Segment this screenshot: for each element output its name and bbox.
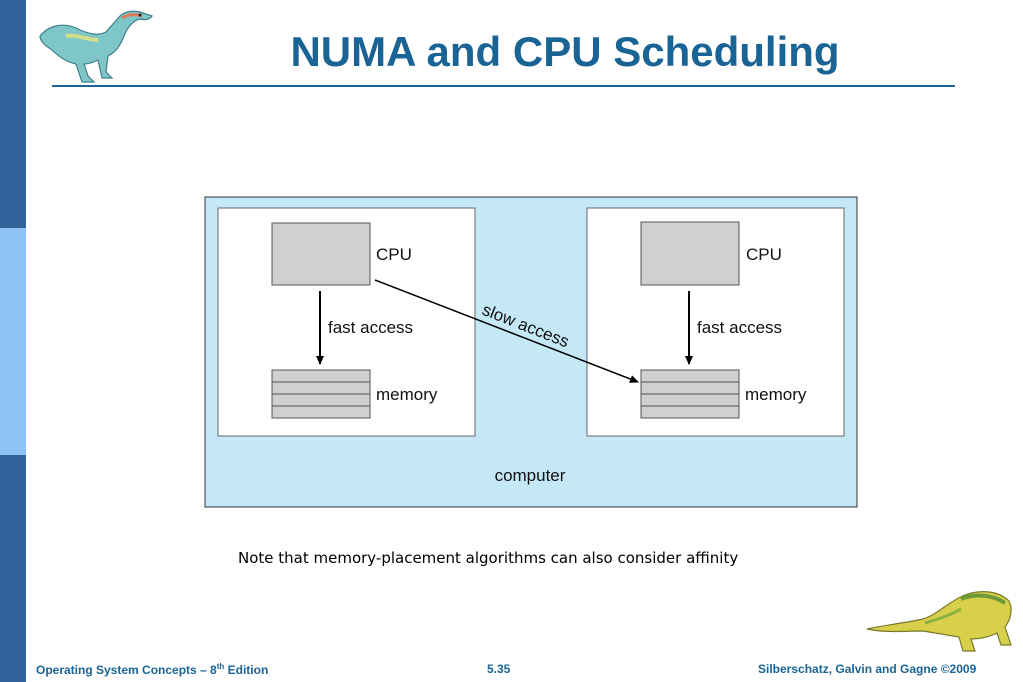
memory-box-right xyxy=(640,369,740,419)
dinosaur-footer-icon xyxy=(866,591,1012,652)
slow-access-arrow xyxy=(374,279,639,383)
side-bar-highlight xyxy=(0,228,26,455)
title-divider xyxy=(52,85,955,87)
cpu-box-left xyxy=(271,222,371,286)
footer-edition-text: Edition xyxy=(224,663,269,677)
memory-box-left xyxy=(271,369,371,419)
footer-book-title: Operating System Concepts – 8th Edition xyxy=(36,662,268,677)
cpu-box-right xyxy=(640,221,740,286)
memory-label-right: memory xyxy=(745,385,807,404)
dinosaur-logo-icon xyxy=(39,10,153,83)
cpu-label-right: CPU xyxy=(746,245,782,264)
computer-label: computer xyxy=(495,466,566,485)
footer-book-text: Operating System Concepts – 8 xyxy=(36,663,217,677)
memory-label-left: memory xyxy=(376,385,438,404)
footer-page-number: 5.35 xyxy=(487,662,511,676)
side-bar xyxy=(0,0,26,682)
footer-ordinal: th xyxy=(216,662,225,671)
cpu-label-left: CPU xyxy=(376,245,412,264)
footer-copyright: Silberschatz, Galvin and Gagne ©2009 xyxy=(758,662,977,676)
slide-title: NUMA and CPU Scheduling xyxy=(290,28,840,75)
fast-access-label-right: fast access xyxy=(697,318,782,337)
slide-note: Note that memory-placement algorithms ca… xyxy=(238,549,739,567)
fast-access-label-left: fast access xyxy=(328,318,413,337)
